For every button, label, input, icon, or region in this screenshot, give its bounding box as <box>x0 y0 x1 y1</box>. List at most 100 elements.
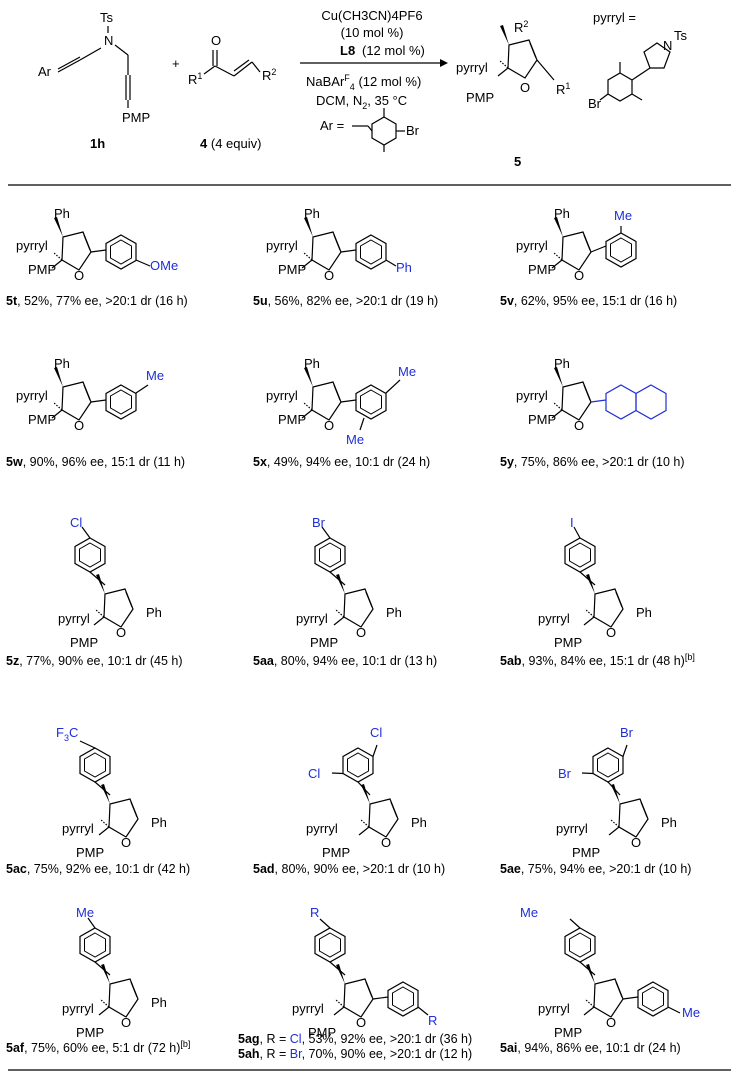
entry-5ai: Me pyrryl PMP O Me <box>520 905 700 1040</box>
catalyst: Cu(CH3CN)4PF6 <box>321 8 422 23</box>
ph-label: Ph <box>554 356 570 371</box>
ar-definition: Ar = <box>320 118 344 133</box>
pmp-label: PMP <box>76 845 104 860</box>
o-label: O <box>606 625 616 640</box>
caption-5z: 5z, 77%, 90% ee, 10:1 dr (45 h) <box>6 654 183 668</box>
o-label: O <box>116 625 126 640</box>
pmp-label: PMP <box>554 1025 582 1040</box>
substituent-label: I <box>570 515 574 530</box>
ph-label: Ph <box>54 206 70 221</box>
pyrryl-label: pyrryl <box>556 821 588 836</box>
substituent-label: Cl <box>370 725 382 740</box>
reaction-scheme: Ts N Ar PMP 1h + O R1 R2 <box>38 8 688 169</box>
pyrryl-ts: Ts <box>674 28 688 43</box>
caption-5x: 5x, 49%, 94% ee, 10:1 dr (24 h) <box>253 455 430 469</box>
entry-5t: Ph pyrryl PMP O OMe <box>16 206 178 283</box>
ph-label: Ph <box>386 605 402 620</box>
pyrryl-label: pyrryl <box>538 1001 570 1016</box>
caption-5ah: 5ah, R = Br, 70%, 90% ee, >20:1 dr (12 h… <box>238 1047 472 1061</box>
substituent-2-label: Cl <box>308 766 320 781</box>
ph-label: Ph <box>151 815 167 830</box>
reactant-4: O R1 R2 4 (4 equiv) <box>188 33 276 151</box>
pyrryl-definition: pyrryl = N Ts Br <box>588 10 688 111</box>
pyrryl-label: pyrryl <box>516 238 548 253</box>
plus-sign: + <box>172 56 180 71</box>
caption-5y: 5y, 75%, 86% ee, >20:1 dr (10 h) <box>500 455 685 469</box>
o-label: O <box>574 418 584 433</box>
substituent-label: Me <box>520 905 538 920</box>
pyrryl-label: pyrryl <box>16 238 48 253</box>
entry-5ad: Cl Cl pyrryl PMP O Ph <box>306 725 427 860</box>
pyrryl-def-label: pyrryl = <box>593 10 636 25</box>
ts-label: Ts <box>100 10 114 25</box>
entry-5aa: Br pyrryl PMP O Ph <box>296 515 402 650</box>
entry-5y: Ph pyrryl PMP O <box>516 356 667 433</box>
substituent-label: Me <box>614 208 632 223</box>
pmp-label: PMP <box>70 635 98 650</box>
caption-5w: 5w, 90%, 96% ee, 15:1 dr (11 h) <box>6 455 185 469</box>
pmp-label: PMP <box>28 412 56 427</box>
substituent-label: Ph <box>396 260 412 275</box>
caption-5ai: 5ai, 94%, 86% ee, 10:1 dr (24 h) <box>500 1041 681 1055</box>
o-label: O <box>356 1015 366 1030</box>
r1-label: R1 <box>556 81 570 97</box>
pyrryl-label: pyrryl <box>62 1001 94 1016</box>
ph-label: Ph <box>146 605 162 620</box>
ar-label: Ar <box>38 64 52 79</box>
entry-5af: Me pyrryl PMP O Ph <box>62 905 167 1040</box>
ph-label: Ph <box>151 995 167 1010</box>
pmp-label: PMP <box>278 262 306 277</box>
caption-5ad: 5ad, 80%, 90% ee, >20:1 dr (10 h) <box>253 862 445 876</box>
pmp-label: PMP <box>528 412 556 427</box>
pyrryl-br: Br <box>588 96 602 111</box>
substituent-label: Me <box>146 368 164 383</box>
r2-label: R2 <box>262 67 276 83</box>
substituent-2-label: Me <box>682 1005 700 1020</box>
pmp-label: PMP <box>308 1025 336 1040</box>
caption-5aa: 5aa, 80%, 94% ee, 10:1 dr (13 h) <box>253 654 437 668</box>
o-label: O <box>381 835 391 850</box>
compound-id-1h: 1h <box>90 136 105 151</box>
ph-label: Ph <box>636 605 652 620</box>
pmp-label: PMP <box>466 90 494 105</box>
caption-5af: 5af, 75%, 60% ee, 5:1 dr (72 h)[b] <box>6 1039 190 1055</box>
substituent-label: OMe <box>150 258 178 273</box>
substituent-label: Br <box>620 725 634 740</box>
o-label: O <box>520 80 530 95</box>
ligand: L8 <box>340 43 355 58</box>
pyrryl-label: pyrryl <box>538 611 570 626</box>
pyrryl-label: pyrryl <box>58 611 90 626</box>
substituent-2-label: Me <box>346 432 364 447</box>
entry-5ab: I pyrryl PMP O Ph <box>538 515 652 650</box>
naphthyl-group <box>605 384 667 420</box>
pyrryl-label: pyrryl <box>62 821 94 836</box>
compound-id-5: 5 <box>514 154 521 169</box>
pmp-label: PMP <box>310 635 338 650</box>
reactant-1h: Ts N Ar PMP 1h <box>38 10 150 151</box>
o-label: O <box>211 33 221 48</box>
caption-5t: 5t, 52%, 77% ee, >20:1 dr (16 h) <box>6 294 188 308</box>
entry-5w: Ph pyrryl PMP O Me <box>16 356 164 433</box>
ar-br: Br <box>406 123 420 138</box>
caption-5ac: 5ac, 75%, 92% ee, 10:1 dr (42 h) <box>6 862 190 876</box>
o-label: O <box>74 268 84 283</box>
pyrryl-label: pyrryl <box>266 238 298 253</box>
compound-id-4: 4 (4 equiv) <box>200 136 261 151</box>
caption-5ag: 5ag, R = Cl, 53%, 92% ee, >20:1 dr (36 h… <box>238 1032 472 1046</box>
pmp-label: PMP <box>554 635 582 650</box>
o-label: O <box>121 1015 131 1030</box>
ligand-loading: (12 mol %) <box>362 43 425 58</box>
r1-label: R1 <box>188 71 202 87</box>
pyrryl-label: pyrryl <box>292 1001 324 1016</box>
reaction-conditions: Cu(CH3CN)4PF6 (10 mol %) L8 (12 mol %) N… <box>300 8 448 152</box>
substituent-2-label: Br <box>558 766 572 781</box>
additive: NaBArF4 (12 mol %) <box>306 73 421 92</box>
entry-5v: Ph pyrryl PMP O Me <box>516 206 637 283</box>
ph-label: Ph <box>661 815 677 830</box>
substituent-label: R <box>310 905 319 920</box>
pmp-label: PMP <box>278 412 306 427</box>
solvent-temp: DCM, N2, 35 °C <box>316 93 407 111</box>
substituent-label: Cl <box>70 515 82 530</box>
ph-label: Ph <box>554 206 570 221</box>
